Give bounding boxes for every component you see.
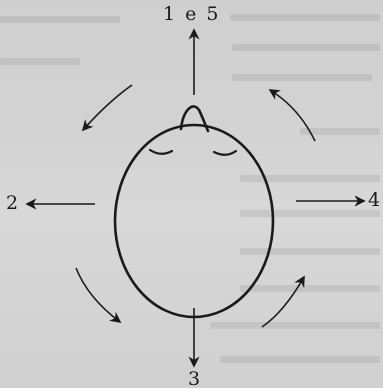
label-left: 2 xyxy=(6,194,18,213)
curved-arrow-bottom-left xyxy=(76,268,120,322)
left-eye xyxy=(150,150,172,154)
curved-arrow-top-left xyxy=(83,85,132,130)
right-eye xyxy=(214,151,236,155)
curved-arrow-bottom-right xyxy=(262,277,304,327)
label-right: 4 xyxy=(368,191,380,210)
label-top: 1 e 5 xyxy=(163,5,221,24)
label-bottom: 3 xyxy=(188,370,200,388)
curved-arrow-top-right xyxy=(270,90,315,141)
head-outline xyxy=(115,125,273,317)
nose-outline xyxy=(181,106,208,131)
